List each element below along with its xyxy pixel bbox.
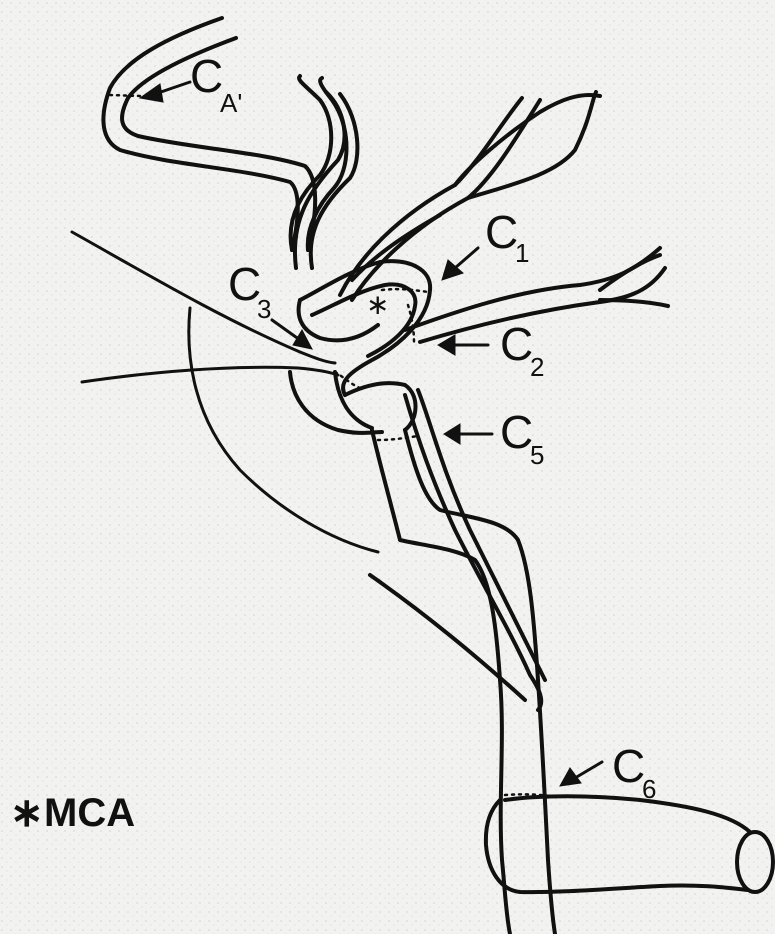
label-c5-main: C [500, 406, 533, 458]
label-c2-sub: 2 [530, 352, 544, 382]
legend-symbol: ∗ [10, 791, 44, 835]
label-c2-main: C [500, 318, 533, 370]
label-c1-sub: 1 [515, 238, 529, 268]
label-c1-main: C [485, 206, 518, 258]
label-c3-sub: 3 [257, 294, 271, 324]
label-c6-main: C [612, 740, 645, 792]
legend: ∗ MCA [10, 791, 135, 835]
label-c6-sub: 6 [642, 774, 656, 804]
label-ca-main: C [190, 50, 223, 102]
label-c5-sub: 5 [530, 440, 544, 470]
legend-text: MCA [44, 791, 135, 835]
mca-asterisk: ∗ [366, 289, 389, 320]
label-ca-sub: A' [220, 88, 242, 118]
